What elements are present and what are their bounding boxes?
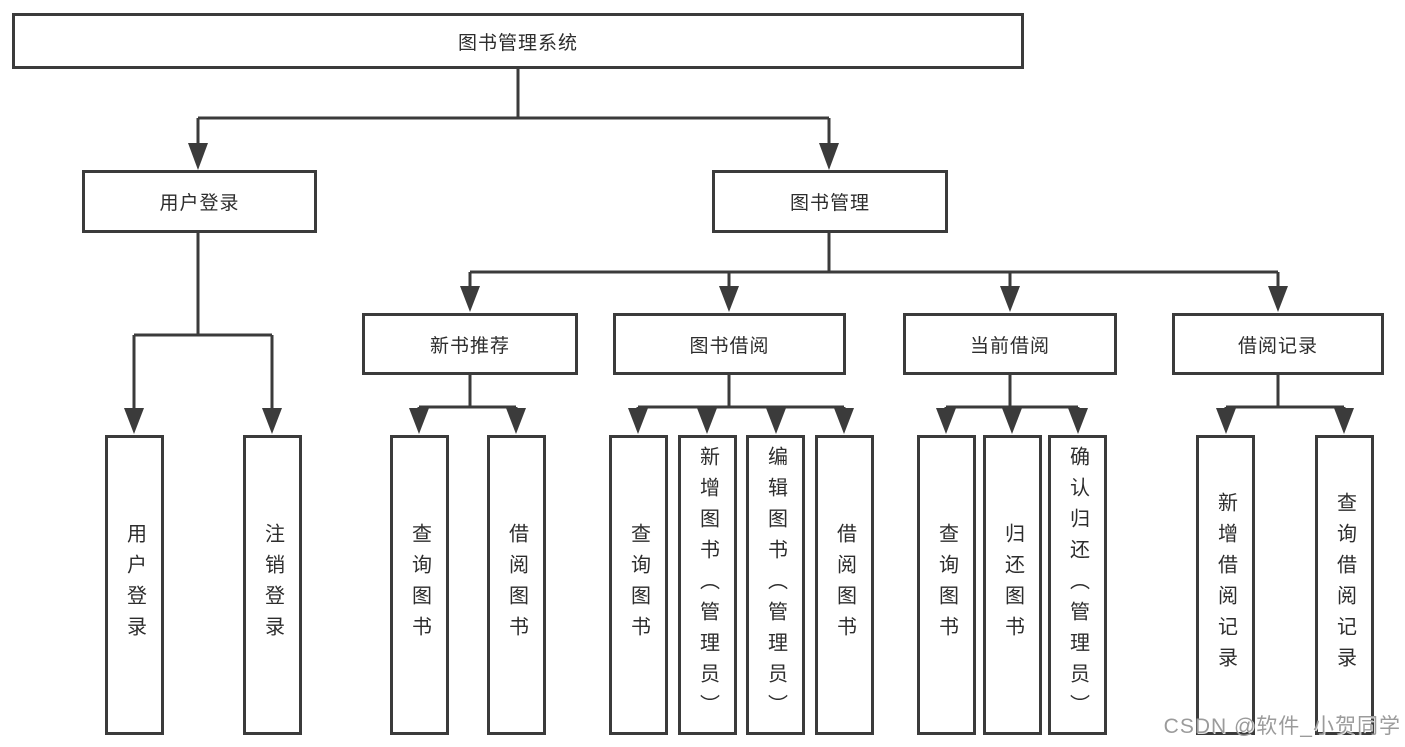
node-label: 图书管理系统 <box>457 32 578 54</box>
leaf-logout: 注销登录 <box>243 435 302 735</box>
leaf-label: 编辑图书（管理员） <box>764 445 787 725</box>
leaf-return-books: 归还图书 <box>983 435 1042 735</box>
node-book-management: 图书管理 <box>712 170 948 233</box>
node-label: 当前借阅 <box>969 335 1050 357</box>
leaf-borrow-books-2: 借阅图书 <box>815 435 874 735</box>
leaf-label: 借阅图书 <box>833 523 856 647</box>
leaf-label: 查询借阅记录 <box>1333 492 1356 678</box>
node-book-borrowing: 图书借阅 <box>613 313 846 375</box>
arrowheads <box>124 143 1354 434</box>
node-label: 用户登录 <box>159 193 240 214</box>
leaf-label: 借阅图书 <box>505 523 528 647</box>
leaf-label: 用户登录 <box>123 523 146 647</box>
leaf-query-books-2: 查询图书 <box>609 435 668 735</box>
leaf-query-borrow-record: 查询借阅记录 <box>1315 435 1374 735</box>
leaf-label: 查询图书 <box>935 523 958 647</box>
leaf-borrow-books-1: 借阅图书 <box>487 435 546 735</box>
leaf-add-borrow-record: 新增借阅记录 <box>1196 435 1255 735</box>
leaf-label: 新增图书（管理员） <box>696 445 719 725</box>
node-user-login: 用户登录 <box>82 170 317 233</box>
node-borrowing-records: 借阅记录 <box>1172 313 1384 375</box>
leaf-label: 新增借阅记录 <box>1214 492 1237 678</box>
node-library-management-system: 图书管理系统 <box>12 13 1024 69</box>
leaf-label: 确认归还（管理员） <box>1066 445 1089 725</box>
csdn-watermark: CSDN @软件_小贺同学 <box>1163 715 1401 738</box>
leaf-confirm-return-admin: 确认归还（管理员） <box>1048 435 1107 735</box>
node-label: 图书管理 <box>789 193 870 214</box>
node-new-book-recommendation: 新书推荐 <box>362 313 578 375</box>
node-current-borrowing: 当前借阅 <box>903 313 1117 375</box>
leaf-label: 注销登录 <box>261 523 284 647</box>
leaf-user-login: 用户登录 <box>105 435 164 735</box>
leaf-query-books-1: 查询图书 <box>390 435 449 735</box>
leaf-add-books-admin: 新增图书（管理员） <box>678 435 737 735</box>
node-label: 新书推荐 <box>429 335 510 357</box>
leaf-query-books-3: 查询图书 <box>917 435 976 735</box>
leaf-label: 查询图书 <box>627 523 650 647</box>
node-label: 借阅记录 <box>1237 335 1318 357</box>
leaf-label: 归还图书 <box>1001 523 1024 647</box>
node-label: 图书借阅 <box>689 335 770 357</box>
leaf-label: 查询图书 <box>408 523 431 647</box>
leaf-edit-books-admin: 编辑图书（管理员） <box>746 435 805 735</box>
